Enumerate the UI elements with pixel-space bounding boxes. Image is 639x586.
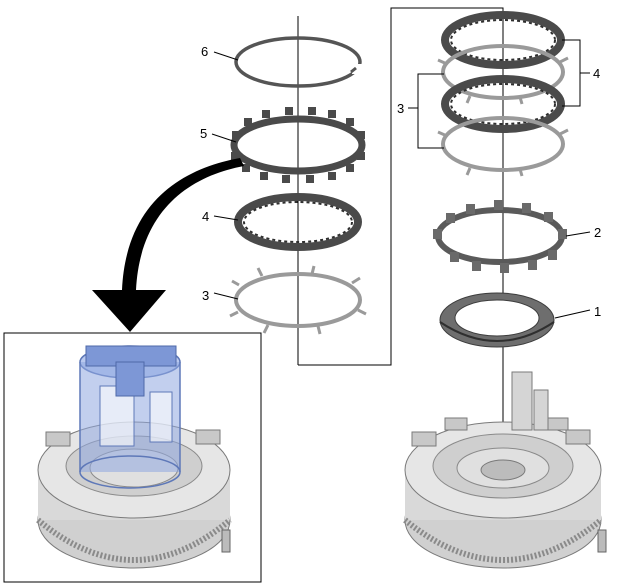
callout-3-right: 3 bbox=[397, 101, 404, 116]
callout-2: 2 bbox=[594, 225, 601, 240]
callout-6: 6 bbox=[201, 44, 208, 59]
friction-disc-part-4-right-bottom bbox=[441, 75, 565, 133]
separator-plate-part-3-right-top bbox=[437, 44, 569, 105]
piston-part-1 bbox=[439, 292, 555, 348]
assembly-arrow-icon bbox=[92, 158, 244, 332]
installation-tool-icon bbox=[79, 345, 181, 489]
lead-3-left bbox=[213, 292, 239, 300]
separator-plate-part-3-left bbox=[229, 265, 367, 335]
callout-4-left: 4 bbox=[202, 209, 209, 224]
lead-4-left bbox=[213, 215, 239, 221]
callout-1: 1 bbox=[594, 304, 601, 319]
callout-3-left: 3 bbox=[202, 288, 209, 303]
callout-4-right: 4 bbox=[593, 66, 600, 81]
lead-6 bbox=[213, 51, 239, 61]
return-spring-part-2 bbox=[433, 200, 567, 273]
friction-disc-part-4-left bbox=[234, 193, 362, 251]
friction-disc-part-4-right-top bbox=[441, 11, 565, 69]
separator-plate-part-3-right-bottom bbox=[437, 116, 569, 177]
callout-5: 5 bbox=[200, 126, 207, 141]
flange-part-5 bbox=[230, 107, 366, 183]
clutch-housing-right bbox=[403, 371, 607, 569]
lead-2 bbox=[565, 231, 591, 237]
snap-ring-part-6 bbox=[234, 36, 366, 88]
inset-frame bbox=[3, 332, 262, 583]
lead-5 bbox=[211, 133, 237, 143]
lead-1 bbox=[554, 309, 591, 319]
bracket-3-right bbox=[417, 73, 444, 149]
